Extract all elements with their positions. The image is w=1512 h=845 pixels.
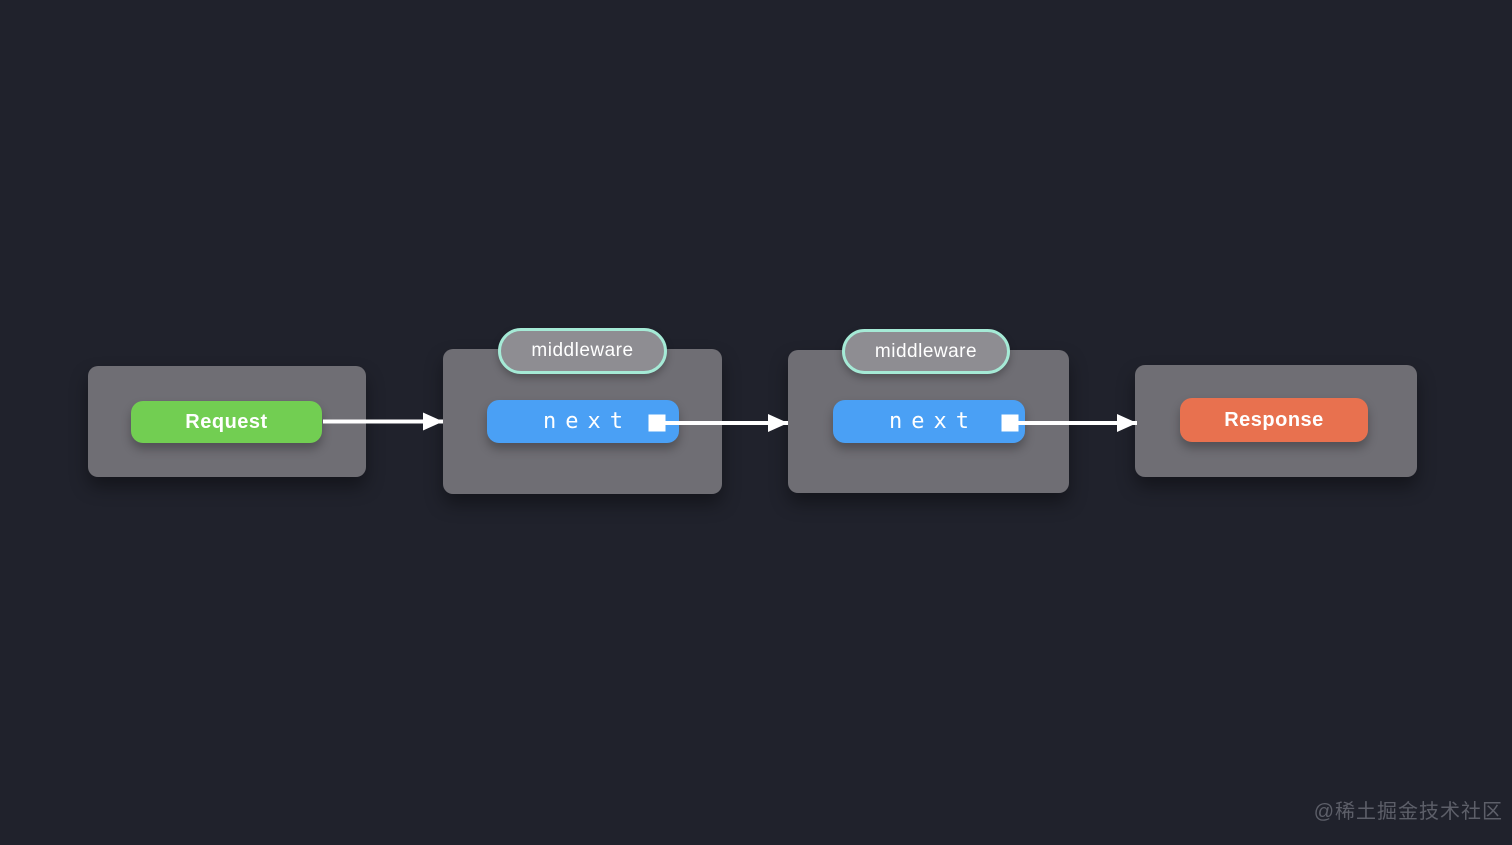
middleware-tag-label-1: middleware xyxy=(531,340,634,361)
response-button: Response xyxy=(1180,398,1368,442)
middleware-tag-label-2: middleware xyxy=(874,340,978,362)
next-label-1: next xyxy=(543,409,632,434)
request-label: Request xyxy=(185,410,268,433)
response-label: Response xyxy=(1224,408,1324,431)
middleware-tag-1: middleware xyxy=(498,328,667,374)
middleware-tag-2: middleware xyxy=(842,329,1010,374)
next-button-1: next xyxy=(487,400,679,443)
next-button-2: next xyxy=(833,400,1025,443)
request-button: Request xyxy=(131,401,322,443)
watermark-text: @稀土掘金技术社区 xyxy=(1313,801,1503,823)
next-label-2: next xyxy=(889,409,978,434)
